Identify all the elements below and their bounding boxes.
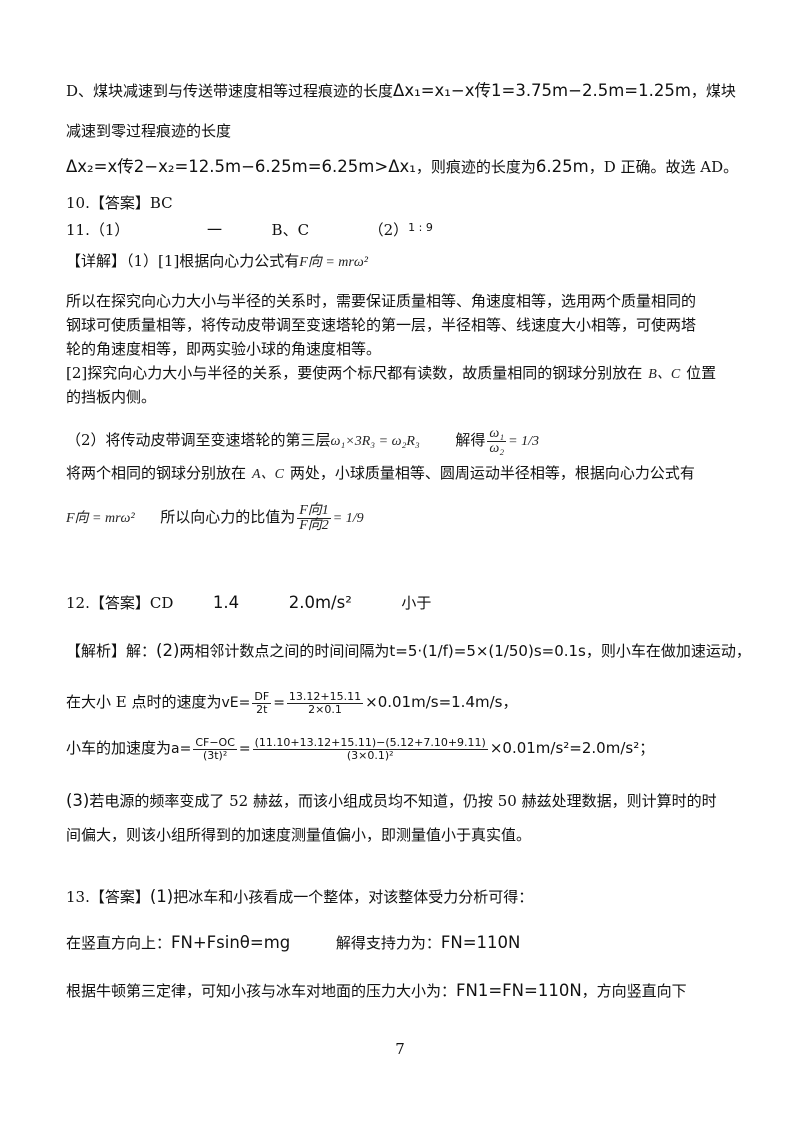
answer-11: 11.（1） 一 B、C （2）1 : 9	[66, 221, 433, 239]
equation-vertical-balance: FN+Fsinθ=mg	[171, 933, 291, 952]
detail-line2: 所以在探究向心力大小与半径的关系时，需要保证质量相等、角速度相等，选用两个质量相…	[66, 292, 697, 310]
page-number: 7	[395, 1040, 405, 1058]
answer-13-line2: 在竖直方向上：FN+Fsinθ=mg 解得支持力为：FN=110N	[66, 933, 521, 952]
answer-13-line3: 根据牛顿第三定律，可知小孩与冰车对地面的压力大小为：FN1=FN=110N，方向…	[66, 981, 687, 1000]
positions-a-c: A、C	[252, 467, 284, 482]
analysis-line1: 【解析】解：(2)两相邻计数点之间的时间间隔为t=5·(1/f)=5×(1/50…	[66, 641, 751, 660]
paragraph-d-line3: Δx₂=x传2−x₂=12.5m−6.25m=6.25m>Δx₁，则痕迹的长度为…	[66, 157, 739, 176]
formula-centripetal-2: F向 = mrω²	[66, 511, 135, 526]
analysis-line5: 间偏大，则该小组所得到的加速度测量值偏小，即测量值小于真实值。	[66, 826, 532, 844]
equation-time-interval: t=5·(1/f)=5×(1/50)s=0.1s	[389, 642, 586, 660]
equation-support-force: FN=110N	[440, 933, 521, 952]
detail-line1: 【详解】（1）[1]根据向心力公式有F向 = mrω²	[66, 252, 368, 270]
equation-delta-x1: Δx₁=x₁−x传1=3.75m−2.5m=1.25m	[393, 81, 691, 100]
positions-b-c: B、C	[648, 367, 681, 382]
analysis-line4: (3)若电源的频率变成了 52 赫兹，而该小组成员均不知道，仍按 50 赫兹处理…	[66, 791, 717, 810]
answer-12: 12.【答案】CD 1.4 2.0m/s² 小于	[66, 593, 432, 612]
answer-10: 10.【答案】BC	[66, 194, 173, 212]
result-one-third: = 1/3	[508, 434, 539, 449]
equation-omega: ω₁×3R₃ = ω₂R₃	[330, 434, 420, 449]
detail-line5: [2]探究向心力大小与半径的关系，要使两个标尺都有读数，故质量相同的钢球分别放在…	[66, 364, 717, 382]
paragraph-d-line2: 减速到零过程痕迹的长度	[66, 122, 232, 140]
fraction-cf-oc: CF−OC(3t)²	[193, 735, 237, 762]
equation-delta-x2: Δx₂=x传2−x₂=12.5m−6.25m=6.25m>Δx₁	[66, 157, 416, 176]
detail-line6: 的挡板内侧。	[66, 388, 157, 406]
fraction-acceleration-values: (11.10+13.12+15.11)−(5.12+7.10+9.11)(3×0…	[252, 735, 488, 762]
detail-line3: 钢球可使质量相等，将传动皮带调至变速塔轮的第一层，半径相等、线速度大小相等，可使…	[66, 316, 697, 334]
paragraph-d-line1: D、煤块减速到与传送带速度相等过程痕迹的长度Δx₁=x₁−x传1=3.75m−2…	[66, 81, 736, 100]
ratio-1-9: 1 : 9	[408, 221, 433, 234]
analysis-line3: 小车的加速度为a=CF−OC(3t)²=(11.10+13.12+15.11)−…	[66, 735, 655, 762]
answer-13: 13.【答案】(1)把冰车和小孩看成一个整体，对该整体受力分析可得：	[66, 887, 534, 906]
detail-line4: 轮的角速度相等，即两实验小球的角速度相等。	[66, 340, 382, 358]
result-one-ninth: = 1/9	[332, 511, 364, 526]
equation-pressure-force: FN1=FN=110N	[456, 981, 582, 1000]
formula-centripetal: F向 = mrω²	[299, 255, 368, 270]
equation-trace-length: 6.25m	[535, 157, 589, 176]
